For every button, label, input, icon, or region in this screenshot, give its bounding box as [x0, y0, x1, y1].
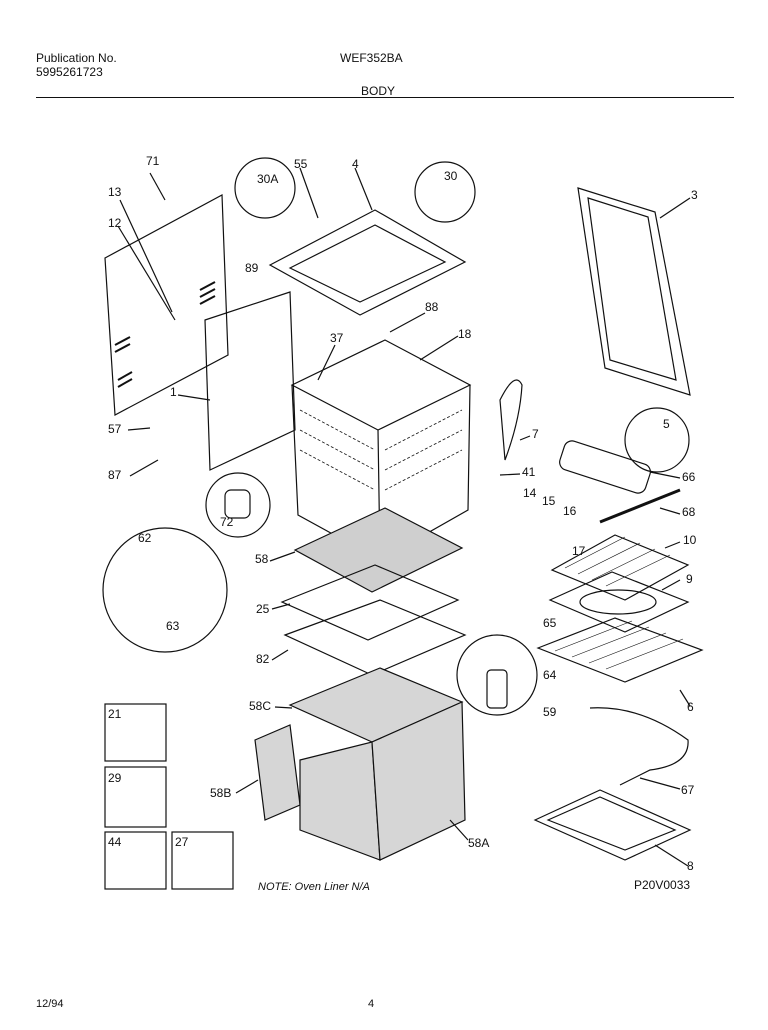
callout-label: 27 [175, 835, 189, 849]
broiler-grid [550, 534, 690, 601]
bake-element [599, 488, 681, 524]
callout-label: 12 [108, 216, 122, 230]
header-rule [36, 97, 734, 98]
callout-label: 41 [522, 465, 536, 479]
callout-label: 18 [458, 327, 472, 341]
top-panel [268, 209, 467, 316]
rear-panel [104, 194, 229, 416]
callout-label: 64 [543, 668, 557, 682]
callout-label: 88 [425, 300, 439, 314]
part-box-21 [104, 703, 167, 762]
callout-label: 62 [138, 531, 152, 545]
callout-label: 21 [108, 707, 122, 721]
callout-label: 65 [543, 616, 557, 630]
callout-label: 15 [542, 494, 556, 508]
part-box-44 [104, 831, 167, 890]
callout-label: 29 [108, 771, 122, 785]
leveling-detail-65 [456, 634, 538, 716]
callout-label: 72 [220, 515, 234, 529]
callout-label: 8 [687, 859, 694, 873]
broil-element [559, 440, 651, 494]
callout-label: 25 [256, 602, 270, 616]
drip-tray [533, 789, 692, 861]
callout-label: 87 [108, 468, 122, 482]
callout-label: 16 [563, 504, 577, 518]
diagram-note: NOTE: Oven Liner N/A [258, 881, 370, 893]
part-box-27 [171, 831, 234, 890]
hinge-detail-30 [414, 161, 476, 223]
part-box-29 [104, 766, 167, 828]
handle [499, 379, 523, 461]
callout-label: 66 [682, 470, 696, 484]
callout-label: 58A [468, 836, 489, 850]
callout-label: 30A [257, 172, 278, 186]
callout-label: 1 [170, 385, 177, 399]
publication-label: Publication No. [36, 51, 117, 65]
callout-label: 4 [352, 157, 359, 171]
side-panel [577, 187, 691, 396]
callout-label: 67 [681, 783, 695, 797]
page-number: 4 [368, 998, 375, 1010]
broiler-pan [548, 571, 690, 633]
callout-label: 71 [146, 154, 160, 168]
callout-label: 63 [166, 619, 180, 633]
liner-plate [283, 599, 467, 676]
model-number: WEF352BA [340, 51, 403, 65]
oven-cavity [290, 339, 472, 431]
section-title: BODY [361, 84, 396, 98]
callout-label: 14 [523, 486, 537, 500]
oven-rack [536, 617, 704, 683]
callout-label: 37 [330, 331, 344, 345]
knob-detail-72 [205, 472, 271, 538]
callout-label: 30 [444, 169, 458, 183]
bottom-plate [280, 564, 460, 641]
bracket-detail-62 [102, 527, 228, 653]
leveling-leg-detail [624, 407, 690, 473]
callout-label: 58C [249, 699, 271, 713]
callout-label: 55 [294, 157, 308, 171]
callout-label: 89 [245, 261, 259, 275]
hinge-detail-30a [234, 157, 296, 219]
footer-date: 12/94 [36, 998, 64, 1010]
callout-label: 3 [691, 188, 698, 202]
callout-label: 7 [532, 427, 539, 441]
callout-label: 44 [108, 835, 122, 849]
callout-label: 58 [255, 552, 269, 566]
callout-label: 9 [686, 572, 693, 586]
callout-label: 5 [663, 417, 670, 431]
insulation-top [293, 507, 464, 593]
callout-label: 68 [682, 505, 696, 519]
callout-label: 59 [543, 705, 557, 719]
callout-label: 6 [687, 700, 694, 714]
callout-label: 57 [108, 422, 122, 436]
drawing-code: P20V0033 [634, 878, 691, 892]
callout-label: 82 [256, 652, 270, 666]
back-side-panel [204, 291, 296, 471]
publication-number: 5995261723 [36, 65, 103, 79]
callout-label: 58B [210, 786, 231, 800]
callout-label: 13 [108, 185, 122, 199]
callout-label: 17 [572, 544, 586, 558]
callout-label: 10 [683, 533, 697, 547]
bake-element-wire [589, 707, 689, 786]
